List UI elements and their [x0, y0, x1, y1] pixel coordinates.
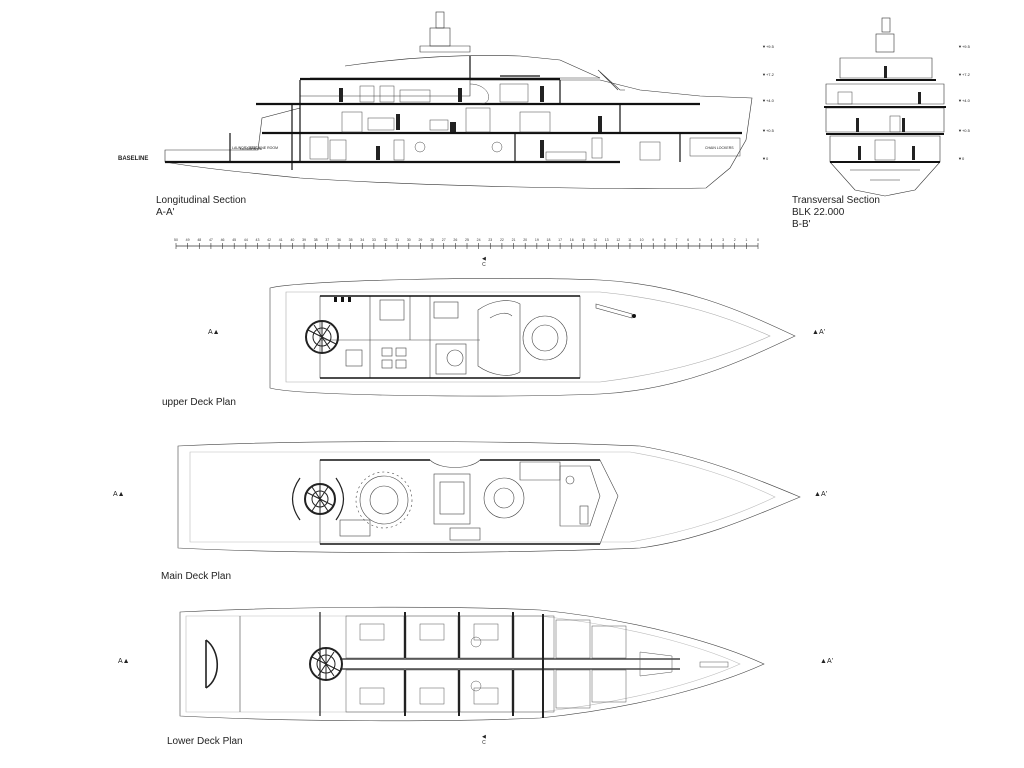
main-hull-outline: [177, 441, 801, 553]
section-marker-c-top: ◀C: [482, 256, 486, 268]
lower-hull-outline: [179, 606, 765, 722]
scale-tick-label: 17: [558, 238, 562, 242]
upper-deck-caption: upper Deck Plan: [162, 397, 236, 408]
room-label-chain-lockers: CHAIN LOCKERS: [705, 146, 734, 150]
room-label-laundryette: LAUNDRYETTE: [232, 146, 258, 150]
scale-tick-label: 45: [232, 238, 236, 242]
caption-title: Longitudinal Section: [156, 195, 247, 206]
scale-tick-label: 19: [535, 238, 539, 242]
level-marker: ▼+0.5: [958, 128, 970, 133]
longitudinal-caption: Longitudinal Section A-A': [156, 195, 246, 219]
room-label: LAUNDRYETTE: [240, 147, 262, 151]
scale-tick-label: 42: [267, 238, 271, 242]
main-circular-stair: [304, 483, 336, 515]
level-marker: ▼+7.2: [762, 72, 774, 77]
scale-tick-label: 28: [430, 238, 434, 242]
scale-tick-label: 12: [616, 238, 620, 242]
section-marker-aprime-lower: ▲A': [820, 658, 833, 665]
section-marker-aprime-main: ▲A': [814, 491, 827, 498]
level-marker: ▼+7.2: [958, 72, 970, 77]
scale-tick-label: 40: [290, 238, 294, 242]
scale-tick-label: 18: [547, 238, 551, 242]
room-label-machine-room: MACHINE ROOM: [250, 146, 278, 150]
scale-tick-label: 11: [628, 238, 632, 242]
level-marker: ▼+0.5: [762, 128, 774, 133]
level-marker: ▼0: [958, 156, 965, 161]
scale-tick-label: 21: [512, 238, 516, 242]
upper-circular-stair: [305, 320, 339, 354]
scale-tick-label: 16: [570, 238, 574, 242]
level-marker: ▼+4.0: [762, 98, 774, 103]
scale-tick-label: 23: [488, 238, 492, 242]
scale-tick-label: 7: [676, 238, 678, 242]
scale-tick-label: 26: [453, 238, 457, 242]
scale-tick-label: 41: [279, 238, 283, 242]
scale-tick-label: 15: [581, 238, 585, 242]
scale-tick-label: 44: [244, 238, 248, 242]
level-marker: ▼+4.0: [958, 98, 970, 103]
level-marker: ▼+9.5: [762, 44, 774, 49]
scale-tick-label: 9: [652, 238, 654, 242]
scale-tick-label: 4: [710, 238, 712, 242]
scale-tick-label: 2: [734, 238, 736, 242]
scale-tick-label: 8: [664, 238, 666, 242]
scale-tick-label: 20: [523, 238, 527, 242]
section-marker-a-upper: A▲: [208, 329, 220, 336]
scale-tick-label: 31: [395, 238, 399, 242]
scale-tick-label: 30: [407, 238, 411, 242]
scale-tick-label: 6: [687, 238, 689, 242]
section-marker-aprime-upper: ▲A': [812, 329, 825, 336]
scale-tick-label: 48: [197, 238, 201, 242]
section-marker-a-main: A▲: [113, 491, 125, 498]
scale-tick-label: 27: [442, 238, 446, 242]
scale-tick-label: 3: [722, 238, 724, 242]
scale-tick-label: 25: [465, 238, 469, 242]
caption-title: Transversal Section: [792, 195, 880, 206]
scale-tick-label: 14: [593, 238, 597, 242]
caption-ref: B-B': [792, 219, 811, 230]
scale-tick-label: 29: [418, 238, 422, 242]
scale-tick-label: 34: [360, 238, 364, 242]
scale-tick-label: 50: [174, 238, 178, 242]
scale-tick-label: 39: [302, 238, 306, 242]
scale-tick-label: 33: [372, 238, 376, 242]
scale-tick-label: 10: [640, 238, 644, 242]
scale-tick-label: 43: [256, 238, 260, 242]
main-deck-caption: Main Deck Plan: [161, 571, 232, 582]
scale-tick-label: 36: [337, 238, 341, 242]
baseline-label: BASELINE: [118, 156, 149, 162]
scale-tick-label: 47: [209, 238, 213, 242]
level-marker: ▼+9.5: [958, 44, 970, 49]
scale-tick-label: 38: [314, 238, 318, 242]
lower-deck-caption: Lower Deck Plan: [167, 736, 243, 747]
transversal-caption: Transversal Section BLK 22.000 B-B': [792, 195, 880, 231]
scale-tick-label: 0: [757, 238, 759, 242]
scale-tick-label: 37: [325, 238, 329, 242]
scale-tick-label: 35: [349, 238, 353, 242]
scale-tick-label: 32: [384, 238, 388, 242]
lower-circular-stair: [309, 647, 343, 681]
upper-hull-outline: [269, 278, 796, 397]
scale-tick-label: 46: [221, 238, 225, 242]
section-marker-a-lower: A▲: [118, 658, 130, 665]
scale-tick-label: 1: [745, 238, 747, 242]
hull-outline: [164, 79, 753, 189]
scale-tick-label: 13: [605, 238, 609, 242]
scale-tick-label: 49: [186, 238, 190, 242]
section-marker-c-bottom: ◀C: [482, 734, 486, 746]
scale-tick-label: 5: [699, 238, 701, 242]
caption-sub: BLK 22.000: [792, 207, 845, 218]
scale-tick-label: 24: [477, 238, 481, 242]
caption-ref: A-A': [156, 207, 175, 218]
scale-tick-label: 22: [500, 238, 504, 242]
level-marker: ▼0: [762, 156, 769, 161]
